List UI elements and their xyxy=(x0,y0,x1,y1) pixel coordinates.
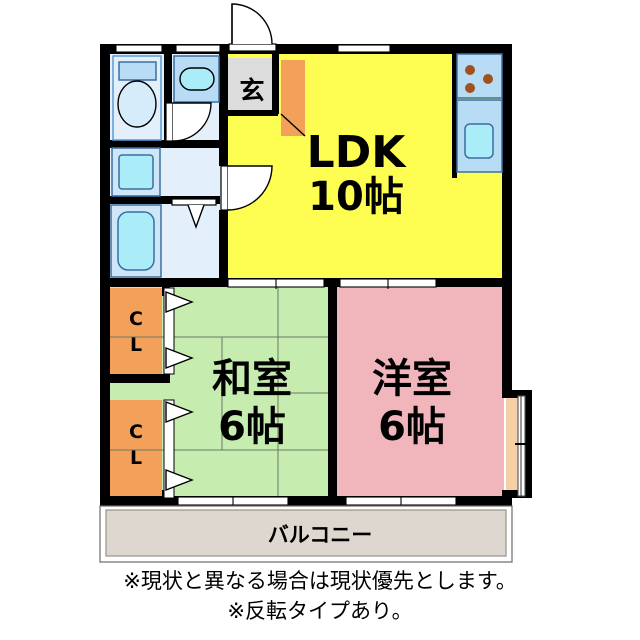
yoshitsu-size-label: 6帖 xyxy=(378,404,446,450)
shoe-closet xyxy=(281,60,305,136)
toilet-fixture xyxy=(112,55,162,141)
ldk-size-label: 10帖 xyxy=(308,174,404,220)
toilet-door xyxy=(165,102,212,142)
disclaimer-line-2: ※反転タイプあり。 xyxy=(227,599,413,623)
closet-lower xyxy=(110,400,162,498)
sliding-door-ldk-washitsu xyxy=(227,278,325,289)
disclaimer-line-1: ※現状と異なる場合は現状優先とします。 xyxy=(123,569,517,593)
yoshitsu-label: 洋室 xyxy=(372,356,452,402)
washitsu-size-label: 6帖 xyxy=(218,404,286,450)
balcony-sliding-windows xyxy=(177,496,457,507)
ldk-label: LDK xyxy=(307,127,408,178)
vanity-basin-fixture xyxy=(173,55,220,103)
closet-upper-label-c: C xyxy=(129,308,143,330)
balcony-label: バルコニー xyxy=(268,523,373,547)
top-wall-windows xyxy=(115,44,391,53)
bathtub-fixture xyxy=(110,204,162,278)
closet-upper xyxy=(110,288,162,374)
washbasin-fixture xyxy=(111,147,161,197)
disclaimer-notes: ※現状と異なる場合は現状優先とします。 ※反転タイプあり。 xyxy=(0,566,640,626)
room-fill-yoshitsu xyxy=(334,286,504,501)
washroom-ldk-door xyxy=(220,165,273,211)
bathroom-door xyxy=(171,198,217,230)
closet-upper-label-l: L xyxy=(130,334,142,356)
genkan-label: 玄 xyxy=(239,76,264,105)
closet-lower-label-l: L xyxy=(130,447,142,469)
kitchen-sink-fixture xyxy=(456,99,503,173)
washitsu-label: 和室 xyxy=(212,356,292,402)
stove-fixture xyxy=(456,53,503,99)
room-fill-genkan xyxy=(226,58,278,113)
shoe-closet-door-line xyxy=(280,113,306,137)
closet-door-markers xyxy=(163,287,194,499)
balcony-area xyxy=(99,505,513,563)
sliding-door-ldk-yoshitsu xyxy=(339,278,437,289)
entrance-door xyxy=(228,3,277,52)
outdoor-storage-door xyxy=(515,395,527,497)
tatami-grid xyxy=(108,286,334,501)
closet-lower-label-c: C xyxy=(129,421,143,443)
